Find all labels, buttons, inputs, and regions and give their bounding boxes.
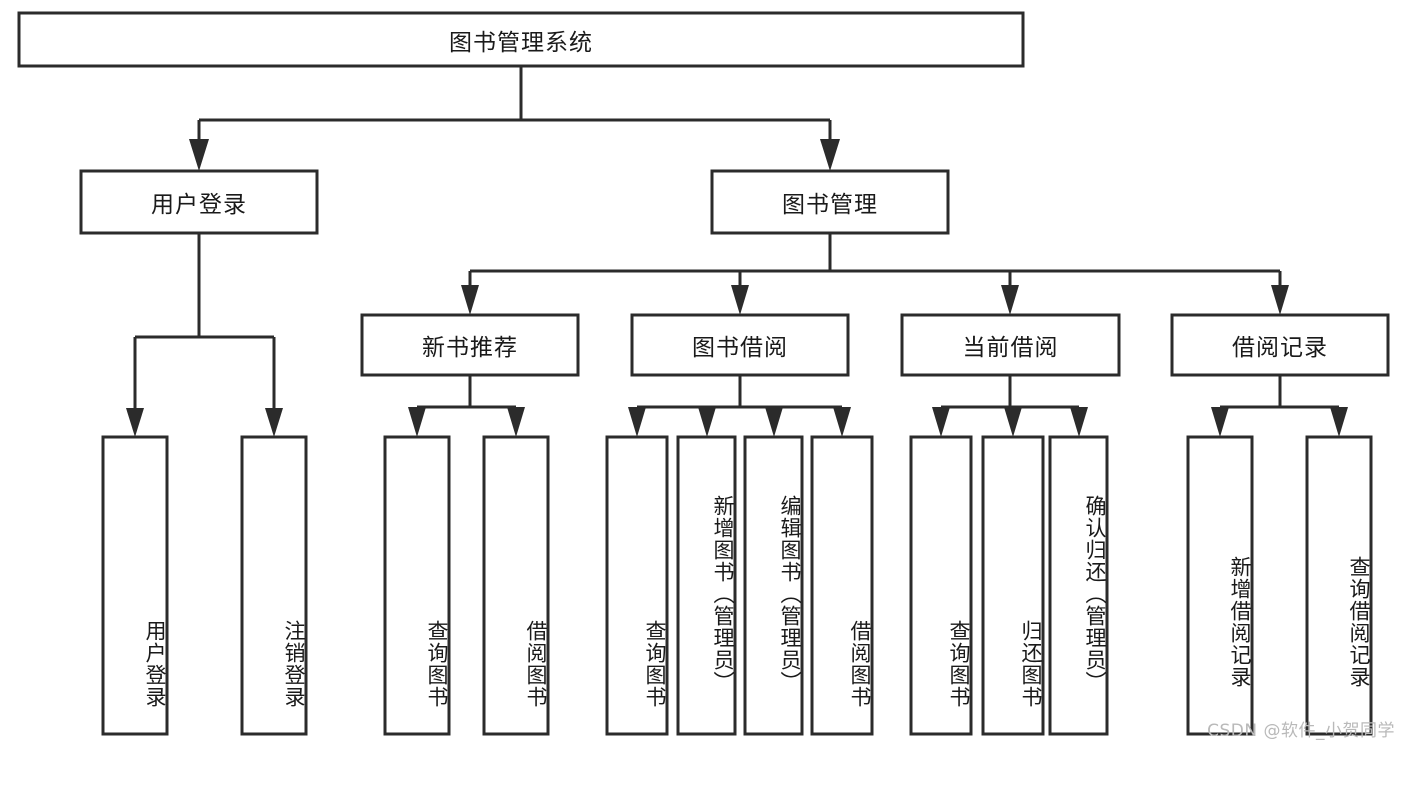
structure-diagram: 图书管理系统 用户登录 图书管理 新书推荐 图书借阅 当前借阅 借阅记录 用户登… <box>17 11 1395 741</box>
arrow-leaf-user-login-icon <box>126 408 144 437</box>
node-box-user-login[interactable] <box>79 169 319 235</box>
node-box-borrow-record[interactable] <box>1170 313 1390 377</box>
node-box-leaf-add-book[interactable] <box>676 435 737 736</box>
arrow-leaf-borrow-book-icon <box>833 407 851 437</box>
arrow-leaf-confirm-return-icon <box>1070 407 1088 437</box>
arrow-to-book-borrow-icon <box>731 285 749 315</box>
arrow-leaf-query-book-rec-icon <box>408 407 426 437</box>
node-box-leaf-borrow-book-rec[interactable] <box>482 435 550 736</box>
arrow-leaf-query-book-cur-icon <box>932 407 950 437</box>
arrow-to-book-manage-icon <box>820 139 840 171</box>
node-box-leaf-add-record[interactable] <box>1186 435 1254 736</box>
node-box-leaf-query-book-borrow[interactable] <box>605 435 669 736</box>
node-box-leaf-query-book-cur[interactable] <box>909 435 973 736</box>
arrow-leaf-logout-icon <box>265 408 283 437</box>
arrow-leaf-add-record-icon <box>1211 407 1229 437</box>
node-box-leaf-query-record[interactable] <box>1305 435 1373 736</box>
arrow-to-new-book-recommend-icon <box>461 285 479 315</box>
arrow-leaf-borrow-book-rec-icon <box>507 407 525 437</box>
node-box-leaf-confirm-return[interactable] <box>1048 435 1109 736</box>
csdn-watermark: CSDN @软件_小贺同学 <box>1207 721 1395 741</box>
arrow-leaf-add-book-icon <box>698 407 716 437</box>
arrow-leaf-edit-book-icon <box>765 407 783 437</box>
node-box-layer <box>17 11 1390 736</box>
node-box-book-borrow[interactable] <box>630 313 850 377</box>
flowchart-canvas <box>17 11 1390 736</box>
arrow-leaf-query-book-borrow-icon <box>628 407 646 437</box>
arrow-leaf-query-record-icon <box>1330 407 1348 437</box>
arrow-leaf-return-book-icon <box>1004 407 1022 437</box>
node-box-new-book-recommend[interactable] <box>360 313 580 377</box>
node-box-leaf-return-book[interactable] <box>981 435 1045 736</box>
node-box-leaf-logout[interactable] <box>240 435 308 736</box>
node-box-leaf-query-book-rec[interactable] <box>383 435 451 736</box>
node-box-root[interactable] <box>17 11 1025 68</box>
node-box-current-borrow[interactable] <box>900 313 1121 377</box>
node-box-leaf-user-login[interactable] <box>101 435 169 736</box>
arrow-to-user-login-icon <box>189 139 209 171</box>
arrow-to-borrow-record-icon <box>1271 285 1289 315</box>
arrow-to-current-borrow-icon <box>1001 285 1019 315</box>
connector-layer <box>126 66 1348 437</box>
node-box-leaf-edit-book[interactable] <box>743 435 804 736</box>
node-box-book-manage[interactable] <box>710 169 950 235</box>
node-box-leaf-borrow-book[interactable] <box>810 435 874 736</box>
